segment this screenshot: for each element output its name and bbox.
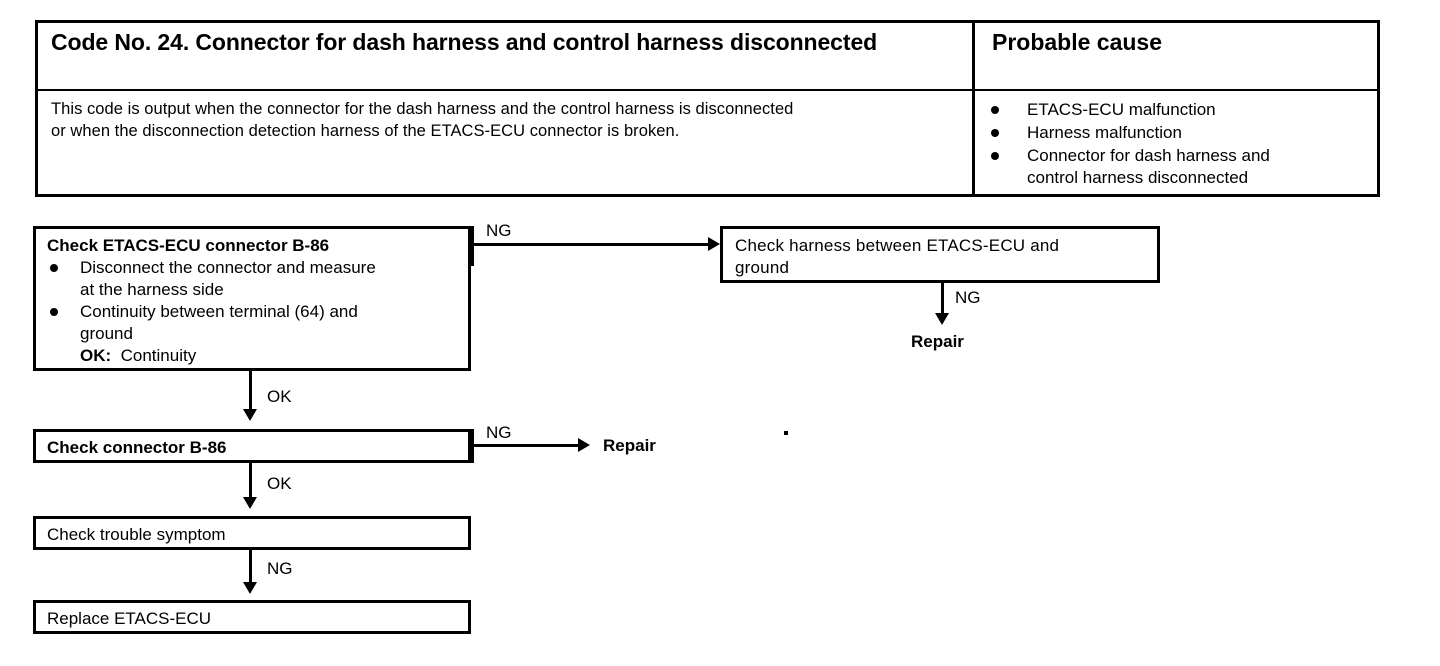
description-text: This code is output when the connector f… [51, 97, 960, 143]
cause-line-1: Connector for dash harness and [1027, 145, 1270, 165]
edge-label-ng: NG [486, 221, 512, 240]
bullet-icon [991, 105, 999, 114]
probable-cause-header-cell: Probable cause [972, 23, 1377, 89]
fault-code-table: Code No. 24. Connector for dash harness … [35, 20, 1380, 197]
cause-line-2: control harness disconnected [1027, 167, 1249, 187]
connector-line-ok-vertical [249, 463, 252, 503]
table-header-row: Code No. 24. Connector for dash harness … [38, 23, 1377, 89]
arrow-head-right [708, 237, 720, 251]
arrow-head-down [243, 409, 257, 421]
bullet-icon [50, 264, 58, 273]
ok-criterion: OK: Continuity [80, 345, 460, 367]
probable-cause-cell: ETACS-ECU malfunction Harness malfunctio… [972, 90, 1377, 194]
description-line-1: This code is output when the connector f… [51, 99, 794, 118]
terminal-label-repair: Repair [911, 332, 964, 351]
terminal-label-repair: Repair [603, 436, 656, 455]
list-item: Disconnect the connector and measure at … [47, 257, 460, 301]
table-body-row: This code is output when the connector f… [38, 88, 1377, 194]
flow-box-check-etacs-ecu-connector[interactable]: Check ETACS-ECU connector B-86 Disconnec… [33, 226, 471, 371]
probable-cause-title: Probable cause [992, 29, 1163, 55]
ok-value: Continuity [120, 346, 197, 366]
flow-box-replace-etacs-ecu[interactable]: Replace ETACS-ECU [33, 600, 471, 634]
bullet-line-1: Continuity between terminal (64) and [80, 301, 358, 321]
arrow-head-down [243, 582, 257, 594]
edge-label-ok: OK [267, 387, 292, 406]
connector-line-ng-horizontal [471, 243, 711, 246]
scan-artifact-speck [784, 431, 788, 435]
connector-line-ok-vertical [249, 371, 252, 414]
connector-line-ng-horizontal [471, 444, 581, 447]
bullet-icon [50, 307, 58, 316]
connector-line-ng-vertical [249, 550, 252, 588]
list-item: Connector for dash harness and control h… [989, 145, 1367, 189]
flow-box-line-1: Check harness between ETACS-ECU and [735, 236, 1060, 255]
connector-line-harness-ng-vertical [941, 283, 944, 319]
connector-line-ng-stub-vertical [471, 226, 474, 266]
list-item: Continuity between terminal (64) and gro… [47, 301, 460, 367]
edge-label-ng: NG [955, 288, 981, 307]
ok-label: OK: [80, 346, 112, 366]
description-line-2: or when the disconnection detection harn… [51, 121, 680, 140]
flow-box-title: Check ETACS-ECU connector B-86 [47, 236, 330, 255]
list-item: ETACS-ECU malfunction [989, 99, 1367, 121]
description-cell: This code is output when the connector f… [38, 91, 972, 194]
cause-line-1: Harness malfunction [1027, 122, 1182, 142]
flow-box-check-trouble-symptom[interactable]: Check trouble symptom [33, 516, 471, 550]
code-title-cell: Code No. 24. Connector for dash harness … [38, 23, 972, 89]
flow-box-title: Replace ETACS-ECU [47, 609, 212, 628]
bullet-icon [991, 151, 999, 160]
flow-box-check-connector-b86[interactable]: Check connector B-86 [33, 429, 471, 463]
cause-line-1: ETACS-ECU malfunction [1027, 99, 1216, 119]
page-title: Code No. 24. Connector for dash harness … [51, 29, 878, 55]
bullet-line-1: Disconnect the connector and measure [80, 258, 376, 278]
edge-label-ng: NG [486, 423, 512, 442]
edge-label-ng: NG [267, 559, 293, 578]
flow-box-check-harness-between-ecu-and-ground[interactable]: Check harness between ETACS-ECU and grou… [720, 226, 1160, 283]
arrow-head-down [935, 313, 949, 325]
probable-cause-list: ETACS-ECU malfunction Harness malfunctio… [989, 99, 1367, 189]
bullet-icon [991, 128, 999, 137]
flow-box-bullet-list: Disconnect the connector and measure at … [47, 257, 460, 367]
flow-box-title: Check trouble symptom [47, 525, 226, 544]
list-item: Harness malfunction [989, 122, 1367, 144]
flow-box-line-2: ground [735, 257, 790, 277]
arrow-head-down [243, 497, 257, 509]
connector-line-ng-stub-vertical [471, 429, 474, 463]
flow-box-title: Check connector B-86 [47, 438, 227, 457]
bullet-line-2: at the harness side [80, 280, 224, 299]
arrow-head-right [578, 438, 590, 452]
edge-label-ok: OK [267, 474, 292, 493]
bullet-line-2: ground [80, 323, 133, 343]
